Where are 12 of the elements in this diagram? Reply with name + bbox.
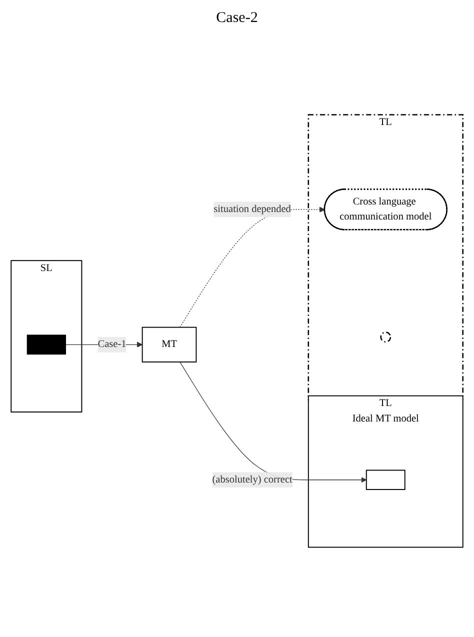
edge-label: Case-1 [98, 338, 126, 350]
node-circle [380, 332, 392, 343]
arrow [180, 362, 367, 483]
node-box [26, 334, 66, 355]
edge-label: situation depended [214, 204, 291, 215]
cluster: TL Ideal MT model [308, 395, 464, 548]
node-box [366, 470, 406, 490]
cluster: SL [10, 260, 82, 412]
arrow [180, 206, 326, 328]
node-box: MT [142, 326, 197, 362]
edge-label: (absolutely) correct [212, 474, 292, 486]
note-text: Case-2 [216, 10, 258, 26]
